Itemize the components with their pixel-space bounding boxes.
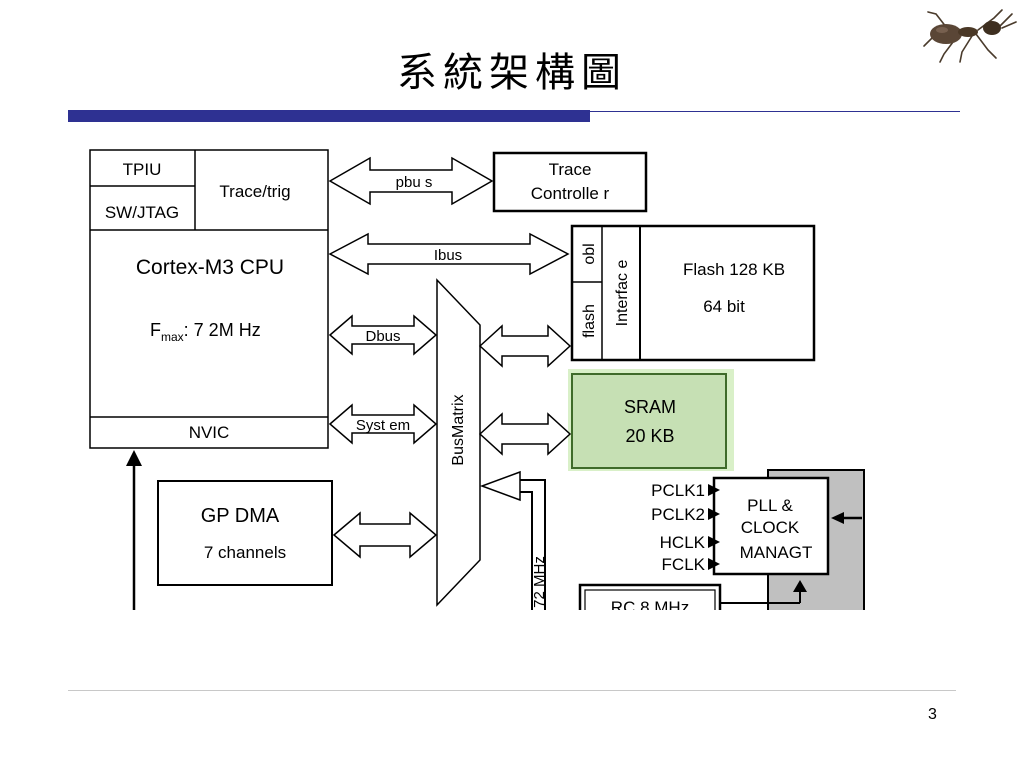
interface-label: Interfac e xyxy=(614,260,631,327)
hclk-feed-line-inner xyxy=(520,491,533,610)
sram-line2: 20 KB xyxy=(625,426,674,446)
system-bus-arrow xyxy=(328,403,438,445)
pll-line1: PLL & xyxy=(747,496,793,515)
trace-controller-line1: Trace xyxy=(549,160,592,179)
title-underline-rule xyxy=(590,111,960,112)
flash-width-label: 64 bit xyxy=(703,297,745,316)
sram-block xyxy=(571,373,727,469)
dma-bus-arrow xyxy=(332,511,438,559)
nvic-label: NVIC xyxy=(189,423,230,442)
trace-controller-block xyxy=(492,151,648,213)
dbus-label: Dbus xyxy=(365,328,400,345)
busmatrix-flash-arrow xyxy=(478,324,572,368)
clock-output-fclk: FCLK xyxy=(662,555,706,574)
busmatrix-label: BusMatrix xyxy=(450,394,467,465)
rc-to-pll-arrowhead xyxy=(793,580,807,592)
ant-head xyxy=(983,21,1001,35)
obl-label: obl xyxy=(581,243,598,264)
sram-line1: SRAM xyxy=(624,397,676,417)
slide-title: 系統架構圖 xyxy=(397,50,627,96)
hclk-feed-arrowhead xyxy=(479,470,521,502)
busmatrix-block xyxy=(436,278,481,607)
interrupt-arrowhead xyxy=(126,450,142,466)
clock-72-label: 72 MHz xyxy=(531,556,548,608)
pbus-arrow xyxy=(328,156,494,206)
flash-side-label: flash xyxy=(581,304,598,338)
dma-line2: 7 channels xyxy=(204,543,286,562)
ibus-arrow xyxy=(328,232,570,276)
ant-icon xyxy=(923,9,1017,63)
flash-block xyxy=(570,224,816,362)
clock-output-arrows xyxy=(708,484,720,570)
trace-trig-label: Trace/trig xyxy=(219,182,290,201)
rc-oscillator-label: RC 8 MHz xyxy=(611,598,689,617)
busmatrix-sram-arrow xyxy=(478,412,572,456)
flash-size-label: Flash 128 KB xyxy=(683,260,785,279)
page-number: 3 xyxy=(928,706,937,723)
pll-line2: CLOCK xyxy=(741,518,800,537)
system-bus-label: Syst em xyxy=(356,417,410,434)
gp-dma-block xyxy=(157,480,333,586)
hclk-feed-line-outer xyxy=(520,479,546,610)
cpu-fmax-label: Fmax: 7 2M Hz xyxy=(150,320,261,344)
rc-oscillator-block xyxy=(578,583,722,610)
dbus-arrow xyxy=(328,314,438,356)
trace-controller-line2: Controlle r xyxy=(531,184,610,203)
clock-output-pclk1: PCLK1 xyxy=(651,481,705,500)
pbus-label: pbu s xyxy=(396,174,433,191)
tpiu-label: TPIU xyxy=(123,160,162,179)
ant-thorax xyxy=(958,27,978,37)
title-underline-bar xyxy=(68,110,590,122)
cpu-label: Cortex-M3 CPU xyxy=(136,256,284,279)
cpu-complex xyxy=(89,149,329,449)
ibus-label: Ibus xyxy=(434,247,462,264)
clock-output-hclk: HCLK xyxy=(660,533,706,552)
footer-rule xyxy=(68,690,956,691)
pll-clock-block xyxy=(712,476,830,576)
clock-in-arrowhead xyxy=(831,512,844,524)
pll-line3: MANAGT xyxy=(740,543,813,562)
clock-output-pclk2: PCLK2 xyxy=(651,505,705,524)
dma-line1: GP DMA xyxy=(201,505,280,527)
swjtag-label: SW/JTAG xyxy=(105,203,179,222)
